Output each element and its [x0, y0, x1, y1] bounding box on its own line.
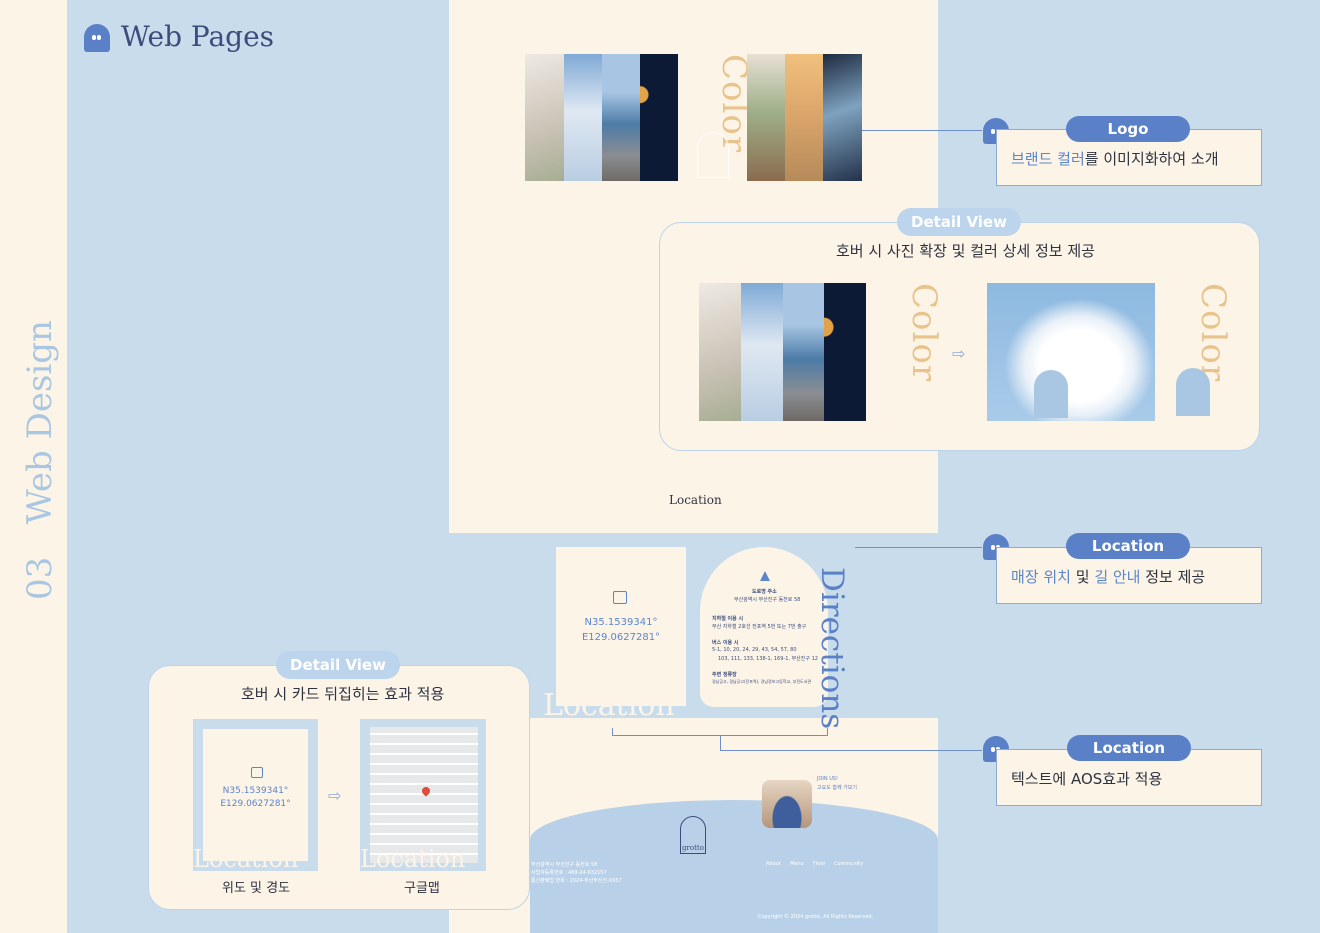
- stairs-arch-icon: [697, 132, 729, 178]
- location1-connector-line: [855, 547, 982, 548]
- left-cream-strip: [0, 0, 67, 933]
- flip-longitude: E129.0627281°: [220, 799, 291, 809]
- grotto-logo[interactable]: grotto: [680, 816, 706, 854]
- location2-pill: Location: [1067, 735, 1191, 761]
- location2-connector-line: [720, 736, 721, 751]
- map-card-watermark: Location: [360, 845, 466, 873]
- color-info-arch: [1034, 370, 1068, 418]
- color-photo-wall-1[interactable]: [525, 54, 678, 181]
- join-illustration: [762, 780, 812, 828]
- detail-color-word-2: Color: [1193, 283, 1233, 383]
- footer-nav-floor[interactable]: Floor: [813, 861, 826, 867]
- logo-callout-text: 를 이미지화하여 소개: [1084, 150, 1219, 168]
- page-title: Web Pages: [121, 20, 275, 53]
- road-title: 도로명 주소: [752, 589, 777, 595]
- location1-callout: 매장 위치 및 길 안내 정보 제공: [996, 547, 1262, 604]
- directions-vertical-word: Directions: [814, 567, 850, 730]
- copyright: Copyright © 2024 grotto. All Rights Rese…: [758, 914, 874, 920]
- bus-title: 버스 이용 시: [712, 640, 739, 646]
- flip-card-front-caption: 위도 및 경도: [222, 881, 291, 896]
- map-icon: [251, 767, 263, 778]
- location1-mid: 및: [1070, 568, 1095, 586]
- mockup-location-section: [449, 533, 938, 718]
- logo-pill: Logo: [1066, 116, 1190, 142]
- map-pin-icon: [420, 785, 432, 797]
- section-label: Web Design: [20, 320, 60, 525]
- section-number: 03: [20, 556, 60, 600]
- flip-card-watermark: Location: [193, 845, 299, 873]
- flip-latitude: N35.1539341°: [222, 786, 289, 796]
- subway-title: 지하철 이용 시: [712, 616, 744, 622]
- directions-card[interactable]: 도로명 주소 부산광역시 부산진구 동천로 58 지하철 이용 시 부산 지하철…: [700, 547, 828, 707]
- location2-connector-line-h: [720, 750, 982, 751]
- detail-color-word-1: Color: [904, 283, 944, 383]
- bus-text-2: 103, 111, 133, 138-1, 169-1, 부산진구 12: [718, 656, 818, 662]
- bus-text-1: 5-1, 10, 20, 24, 29, 43, 54, 57, 80: [712, 647, 797, 653]
- flip-card-front-frame[interactable]: N35.1539341° E129.0627281° Location: [193, 719, 318, 873]
- location-heading-small: Location: [669, 493, 722, 507]
- color-photo-wall-2[interactable]: [747, 54, 862, 181]
- location1-hl1: 매장 위치: [1011, 568, 1071, 586]
- flip-card-back-caption: 구글맵: [404, 881, 440, 896]
- location1-hl2: 길 안내: [1094, 568, 1141, 586]
- stop-title: 주변 정류장: [712, 672, 737, 678]
- logo-callout-highlight: 브랜드 컬러: [1011, 150, 1085, 168]
- location-watermark: Location: [543, 688, 675, 723]
- footer-nav-about[interactable]: About: [766, 861, 781, 867]
- join-link[interactable]: 고요도 함께 가보기: [817, 785, 857, 791]
- map-icon: [613, 591, 627, 604]
- ghost-logo-icon: [84, 24, 110, 52]
- footer-nav-menu[interactable]: Menu: [790, 861, 804, 867]
- footer-info-3: 통신판매업 번호 : 2024-부산부산진-0357: [531, 878, 622, 884]
- location1-rest: 정보 제공: [1140, 568, 1206, 586]
- stairs-arch-icon-blue: [1176, 368, 1210, 416]
- bracket-line: [612, 728, 828, 736]
- section-vertical-title: 03 Web Design: [20, 320, 70, 610]
- arrow-up-icon: [760, 571, 770, 581]
- footer-info-1: 부산광역시 부산진구 동천로 58: [531, 862, 598, 868]
- detail-view-bottom-desc: 호버 시 카드 뒤집히는 효과 적용: [241, 685, 445, 703]
- subway-text: 부산 지하철 2호선 전포역 5번 또는 7번 출구: [712, 624, 807, 630]
- location1-pill: Location: [1066, 533, 1190, 559]
- logo-connector-line: [862, 130, 982, 131]
- google-map[interactable]: [370, 727, 478, 863]
- join-title: JOIN US!: [817, 776, 839, 782]
- footer-nav-community[interactable]: Community: [834, 861, 863, 867]
- flip-card-back-frame[interactable]: Location: [360, 719, 486, 873]
- location2-text: 텍스트에 AOS효과 적용: [1011, 770, 1163, 788]
- detail-view-bottom-pill: Detail View: [276, 651, 400, 679]
- arrow-right-icon: ⇨: [952, 344, 966, 363]
- footer-info-2: 사업자등록번호 : 469-24-632157: [531, 870, 607, 876]
- flip-arrow-icon: ⇨: [328, 786, 342, 805]
- latitude: N35.1539341°: [584, 617, 658, 628]
- longitude: E129.0627281°: [581, 632, 661, 643]
- flip-card-front: N35.1539341° E129.0627281°: [203, 729, 308, 861]
- detail-view-top-pill: Detail View: [897, 208, 1021, 236]
- stop-text: 경남공고, 경남공고(전포역), 경남정보고등학교, 부전도서관: [712, 679, 812, 684]
- expanded-sky-photo[interactable]: [987, 283, 1155, 421]
- road-address: 부산광역시 부산진구 동천로 58: [734, 597, 801, 603]
- detail-photo-wall[interactable]: [699, 283, 866, 421]
- detail-view-top-desc: 호버 시 사진 확장 및 컬러 상세 정보 제공: [836, 242, 1095, 260]
- coordinates-card[interactable]: N35.1539341° E129.0627281°: [556, 547, 686, 706]
- footer-wave: [530, 800, 938, 933]
